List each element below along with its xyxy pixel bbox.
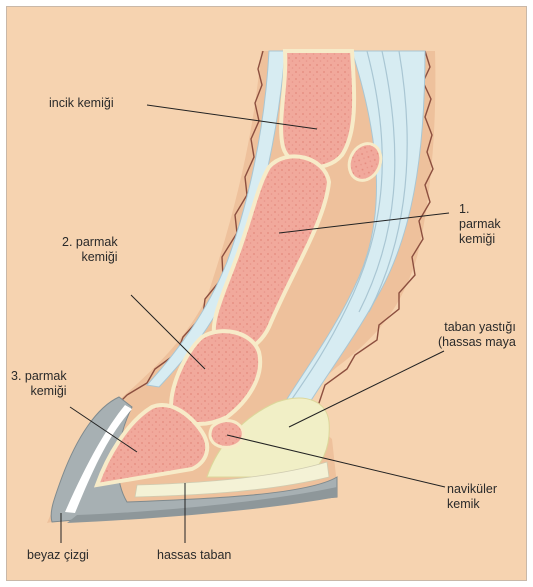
label-hassas-taban: hassas taban	[157, 548, 231, 563]
label-taban-yastigi: taban yastığı (hassas maya	[438, 320, 516, 350]
label-navikuler-kemik: naviküler kemik	[447, 482, 497, 512]
navicular-bone	[210, 421, 243, 448]
label-3-parmak-kemigi: 3. parmak kemiği	[11, 369, 67, 399]
label-beyaz-cizgi: beyaz çizgi	[27, 548, 89, 563]
label-2-parmak-kemigi: 2. parmak kemiği	[62, 235, 118, 265]
cannon-bone	[281, 51, 354, 167]
label-incik-kemigi: incik kemiği	[49, 96, 114, 111]
diagram-panel: incik kemiği 1. parmak kemiği 2. parmak …	[6, 6, 527, 581]
label-1-parmak-kemigi: 1. parmak kemiği	[459, 202, 501, 247]
